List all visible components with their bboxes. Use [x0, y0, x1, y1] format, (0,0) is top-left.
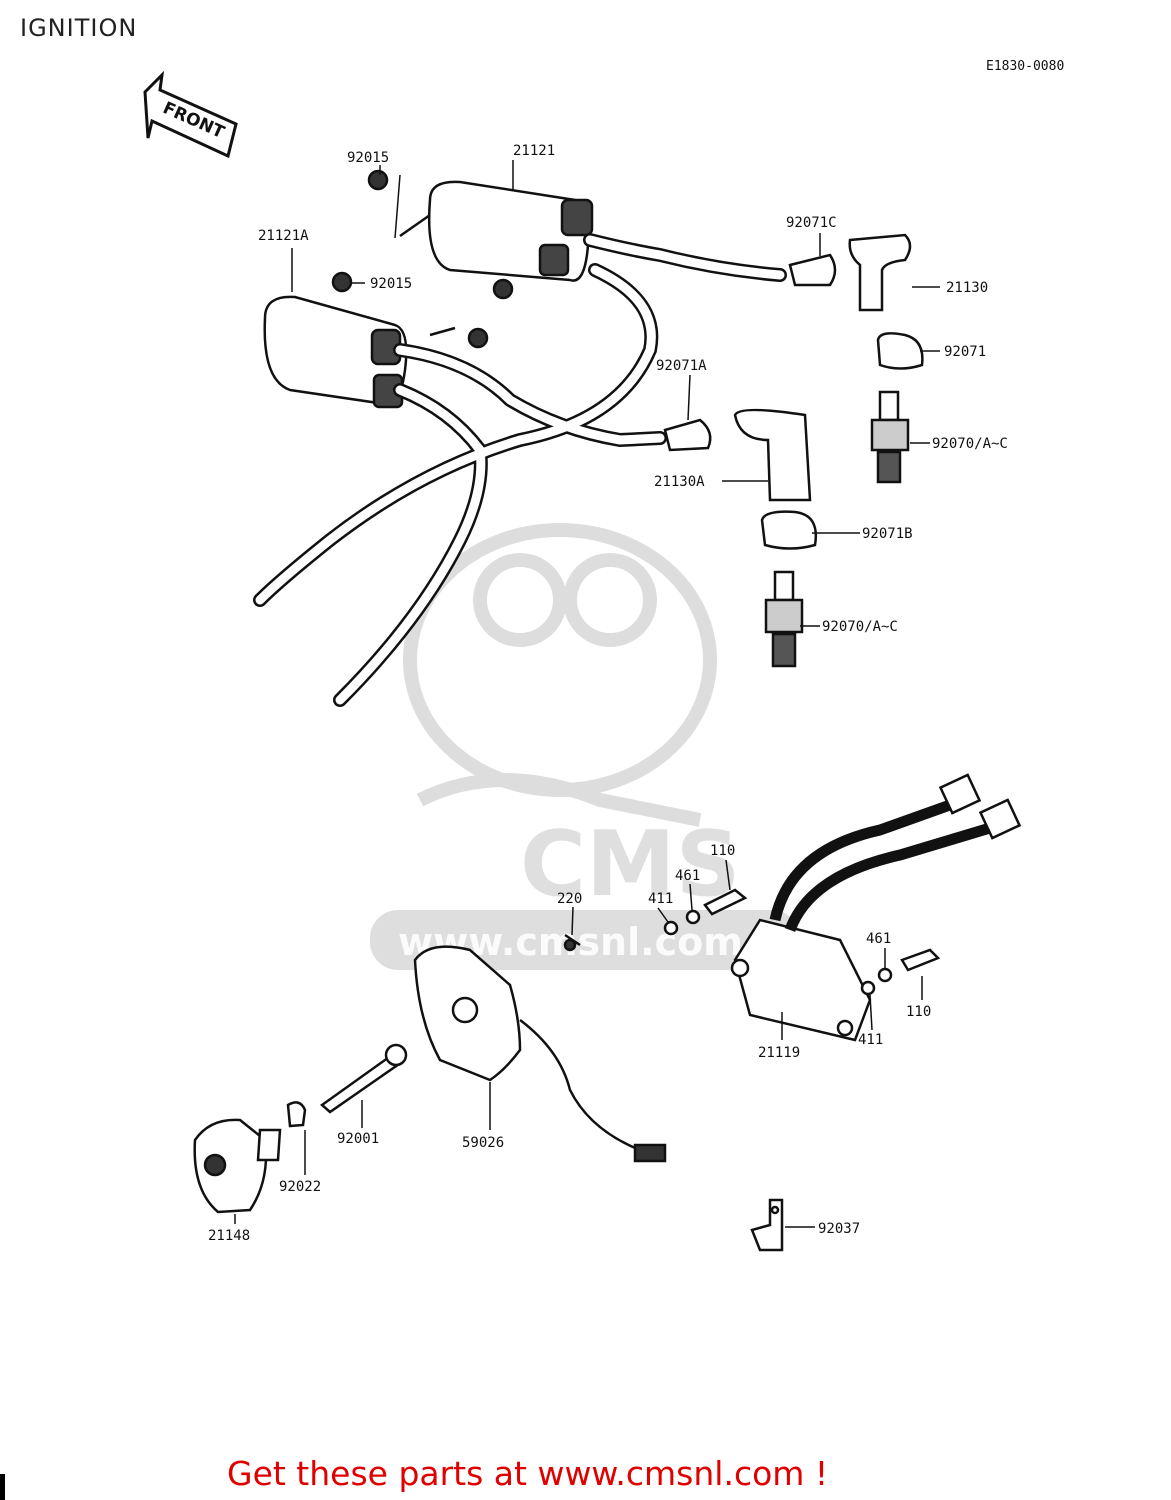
- ignition-coil-lower: [263, 271, 489, 409]
- part-220: 220: [557, 891, 582, 907]
- part-92001: 92001: [337, 1131, 379, 1147]
- part-92071: 92071: [944, 344, 986, 360]
- part-411-top: 411: [648, 891, 673, 907]
- part-21130: 21130: [946, 280, 988, 296]
- part-92071c: 92071C: [786, 215, 837, 231]
- edge-mark: [0, 1474, 5, 1500]
- part-59026: 59026: [462, 1135, 504, 1151]
- part-92015-mid: 92015: [370, 276, 412, 292]
- part-461-top: 461: [675, 868, 700, 884]
- spark-plug-lower: [764, 570, 804, 668]
- diagram-code: E1830-0080: [986, 59, 1065, 74]
- spark-plug-upper: [870, 390, 910, 484]
- part-21119: 21119: [758, 1045, 800, 1061]
- part-92022: 92022: [279, 1179, 321, 1195]
- footer-link[interactable]: Get these parts at www.cmsnl.com !: [227, 1454, 829, 1493]
- part-411-right: 411: [858, 1032, 883, 1048]
- ignition-coil-upper: [367, 169, 594, 300]
- part-92071b: 92071B: [862, 526, 913, 542]
- part-21121: 21121: [513, 143, 555, 159]
- part-21121a: 21121A: [258, 228, 309, 244]
- part-92015-top: 92015: [347, 150, 389, 166]
- clamp: [750, 1198, 784, 1252]
- part-110-top: 110: [710, 843, 735, 859]
- bolt-fasteners: [319, 888, 941, 1114]
- part-461-right: 461: [866, 931, 891, 947]
- front-arrow: FRONT: [143, 70, 238, 159]
- plug-cap-upper: [788, 233, 924, 370]
- part-92070-bot: 92070/A~C: [822, 619, 898, 635]
- part-21130a: 21130A: [654, 474, 705, 490]
- pickup-coil-plate: [413, 945, 667, 1163]
- page-title: IGNITION: [20, 14, 138, 42]
- watermark-brand: CMS: [520, 812, 740, 917]
- ic-igniter: [730, 773, 1022, 1042]
- plug-cap-lower: [663, 408, 818, 550]
- part-92037: 92037: [818, 1221, 860, 1237]
- part-21148: 21148: [208, 1228, 250, 1244]
- ht-leads-inner: [255, 235, 785, 705]
- part-92070-top: 92070/A~C: [932, 436, 1008, 452]
- leader-lines: [234, 160, 940, 1228]
- timing-advancer: [193, 1101, 307, 1214]
- part-110-right: 110: [906, 1004, 931, 1020]
- part-92071a: 92071A: [656, 358, 707, 374]
